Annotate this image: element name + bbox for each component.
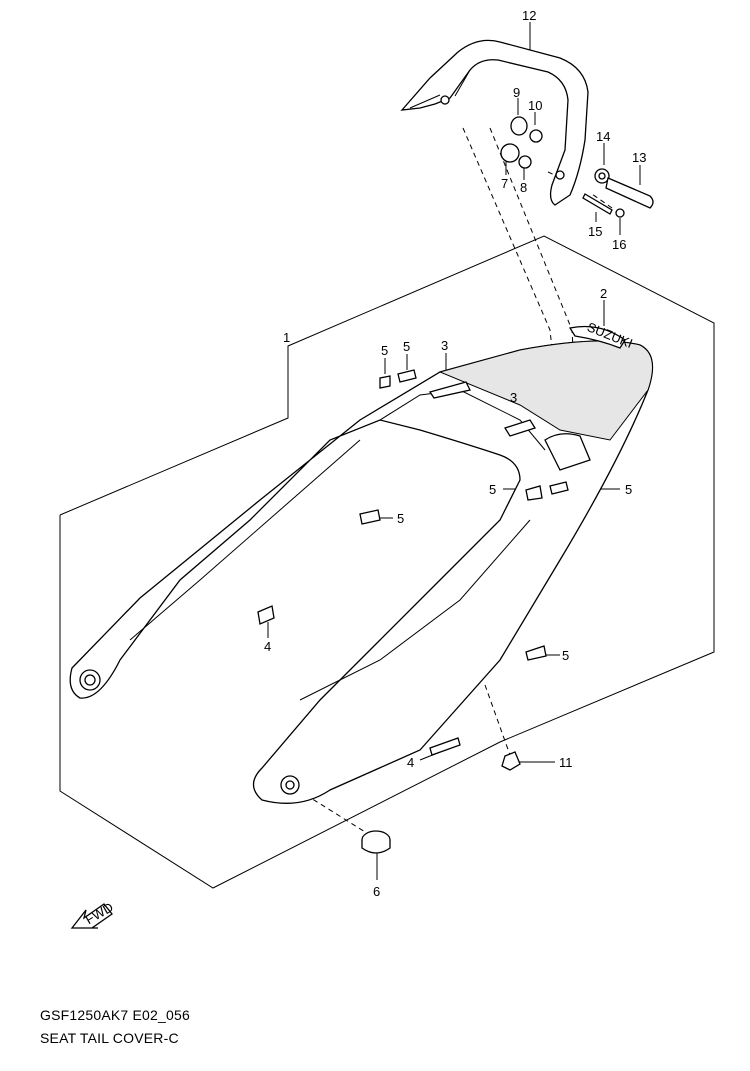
callout-13: 13 — [632, 150, 646, 165]
callout-8: 8 — [520, 180, 527, 195]
callout-3b: 3 — [510, 390, 517, 405]
callout-4b: 4 — [407, 755, 414, 770]
callout-5b: 5 — [403, 339, 410, 354]
callout-11: 11 — [559, 755, 573, 770]
callout-5e: 5 — [397, 511, 404, 526]
callout-1: 1 — [283, 330, 290, 345]
diagram-code: GSF1250AK7 E02_056 — [40, 1007, 190, 1023]
callout-4a: 4 — [264, 639, 271, 654]
callout-7: 7 — [501, 176, 508, 191]
callout-16: 16 — [612, 237, 626, 252]
fwd-arrow-icon: FWD — [70, 899, 116, 929]
callout-10: 10 — [528, 98, 542, 113]
grommet — [361, 830, 391, 854]
callout-3a: 3 — [441, 338, 448, 353]
diagram-title: SEAT TAIL COVER-C — [40, 1030, 179, 1046]
callout-9: 9 — [513, 85, 520, 100]
callout-12: 12 — [522, 8, 536, 23]
callout-5a: 5 — [381, 343, 388, 358]
callout-2: 2 — [600, 286, 607, 301]
seat-tail-cover — [69, 325, 654, 804]
decals — [257, 369, 569, 756]
callout-6: 6 — [373, 884, 380, 899]
callout-14: 14 — [596, 129, 610, 144]
callout-5f: 5 — [562, 648, 569, 663]
rail-hardware — [500, 116, 654, 218]
clip — [501, 751, 521, 771]
callout-5c: 5 — [489, 482, 496, 497]
callout-5d: 5 — [625, 482, 632, 497]
callout-15: 15 — [588, 224, 602, 239]
grab-rail — [400, 39, 589, 206]
